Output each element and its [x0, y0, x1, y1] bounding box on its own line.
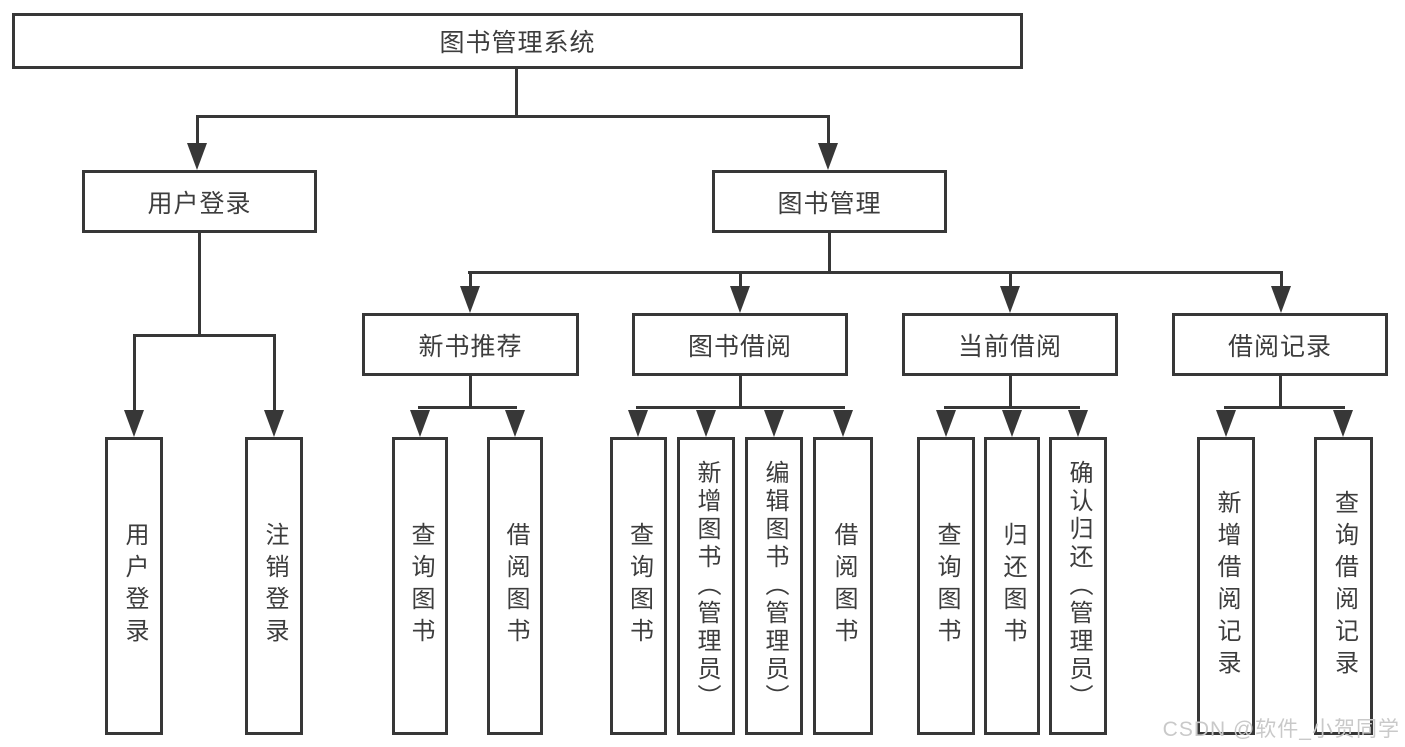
arrow-down-icon — [264, 410, 284, 437]
arrow-down-icon — [818, 143, 838, 170]
leaf-query-borrow-record-label: 查询借阅记录 — [1330, 490, 1358, 682]
leaf-add-book-admin: 新增图书（管理员） — [677, 437, 735, 735]
leaf-query-books-current: 查询图书 — [917, 437, 975, 735]
leaf-query-books-current-label: 查询图书 — [933, 522, 960, 650]
leaf-query-books-recommend: 查询图书 — [392, 437, 448, 735]
node-book-borrow: 图书借阅 — [632, 313, 848, 376]
node-user-login-label: 用户登录 — [147, 189, 252, 218]
arrow-down-icon — [1333, 410, 1353, 437]
arrow-down-icon — [187, 143, 207, 170]
leaf-add-book-admin-label: 新增图书（管理员） — [693, 460, 720, 712]
arrow-down-icon — [410, 410, 430, 437]
connector-line — [827, 115, 830, 145]
arrow-down-icon — [1068, 410, 1088, 437]
connector-line — [1224, 406, 1345, 409]
connector-line — [739, 272, 742, 290]
leaf-query-books-recommend-label: 查询图书 — [407, 522, 434, 650]
arrow-down-icon — [1002, 410, 1022, 437]
connector-line — [469, 272, 472, 290]
leaf-borrow-books-recommend: 借阅图书 — [487, 437, 543, 735]
leaf-query-books-borrow: 查询图书 — [610, 437, 667, 735]
leaf-confirm-return-admin-label: 确认归还（管理员） — [1065, 460, 1092, 712]
node-book-management-label: 图书管理 — [777, 189, 882, 218]
leaf-add-borrow-record-label: 新增借阅记录 — [1213, 490, 1240, 682]
leaf-query-books-borrow-label: 查询图书 — [625, 522, 653, 650]
leaf-user-login-label: 用户登录 — [121, 522, 148, 650]
csdn-watermark: CSDN @软件_小贺同学 — [1162, 718, 1400, 741]
node-new-book-recommend: 新书推荐 — [362, 313, 579, 376]
arrow-down-icon — [696, 410, 716, 437]
arrow-down-icon — [460, 286, 480, 313]
connector-line — [273, 334, 276, 412]
connector-line — [944, 406, 1080, 409]
connector-line — [636, 406, 845, 409]
arrow-down-icon — [730, 286, 750, 313]
connector-line — [198, 232, 201, 336]
leaf-user-login: 用户登录 — [105, 437, 163, 735]
connector-line — [133, 334, 136, 412]
node-new-book-recommend-label: 新书推荐 — [418, 332, 523, 361]
leaf-edit-book-admin: 编辑图书（管理员） — [745, 437, 803, 735]
arrow-down-icon — [1216, 410, 1236, 437]
node-current-borrow: 当前借阅 — [902, 313, 1118, 376]
node-borrow-records-label: 借阅记录 — [1227, 332, 1332, 361]
node-borrow-records: 借阅记录 — [1172, 313, 1388, 376]
connector-line — [1009, 376, 1012, 409]
leaf-logout-label: 注销登录 — [261, 522, 288, 650]
connector-line — [418, 406, 517, 409]
leaf-logout: 注销登录 — [245, 437, 303, 735]
leaf-edit-book-admin-label: 编辑图书（管理员） — [761, 460, 788, 712]
connector-line — [1279, 376, 1282, 409]
connector-line — [515, 68, 518, 118]
arrow-down-icon — [936, 410, 956, 437]
connector-line — [739, 376, 742, 409]
leaf-query-borrow-record: 查询借阅记录 — [1314, 437, 1373, 735]
arrow-down-icon — [1000, 286, 1020, 313]
arrow-down-icon — [833, 410, 853, 437]
leaf-return-book-label: 归还图书 — [999, 522, 1026, 650]
node-current-borrow-label: 当前借阅 — [957, 332, 1062, 361]
connector-line — [1280, 272, 1283, 290]
leaf-borrow-books-label: 借阅图书 — [830, 522, 857, 650]
arrow-down-icon — [628, 410, 648, 437]
arrow-down-icon — [124, 410, 144, 437]
leaf-borrow-books-recommend-label: 借阅图书 — [502, 522, 529, 650]
connector-line — [133, 334, 276, 337]
node-book-management: 图书管理 — [712, 170, 947, 233]
leaf-borrow-books: 借阅图书 — [813, 437, 873, 735]
connector-line — [828, 233, 831, 274]
node-user-login: 用户登录 — [82, 170, 317, 233]
arrow-down-icon — [764, 410, 784, 437]
node-root-label: 图书管理系统 — [439, 29, 596, 57]
connector-line — [196, 115, 199, 145]
arrow-down-icon — [505, 410, 525, 437]
arrow-down-icon — [1271, 286, 1291, 313]
connector-line — [196, 115, 830, 118]
node-book-borrow-label: 图书借阅 — [687, 332, 792, 361]
connector-line — [468, 271, 1283, 274]
leaf-add-borrow-record: 新增借阅记录 — [1197, 437, 1255, 735]
leaf-confirm-return-admin: 确认归还（管理员） — [1049, 437, 1107, 735]
connector-line — [469, 376, 472, 409]
node-root: 图书管理系统 — [12, 13, 1023, 69]
leaf-return-book: 归还图书 — [984, 437, 1040, 735]
connector-line — [1009, 272, 1012, 290]
